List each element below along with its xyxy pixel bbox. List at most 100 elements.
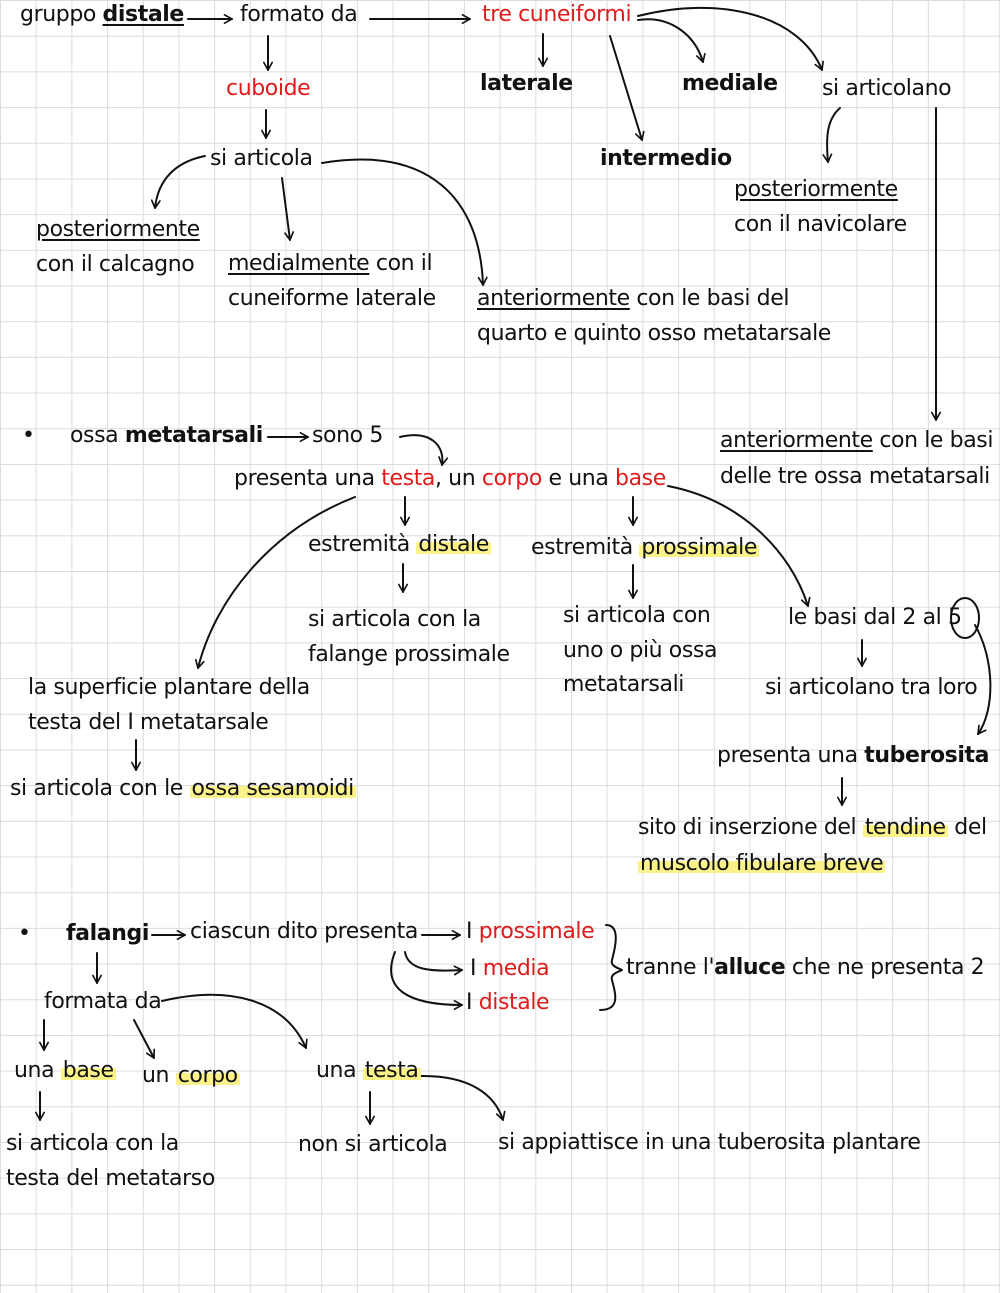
presenta-tuberosita: presenta una tuberosita — [717, 743, 989, 769]
arrow-formata-corpo — [133, 1019, 156, 1059]
falange-prossimale: I prossimale — [466, 919, 595, 945]
tranne-b: che ne presenta 2 — [785, 955, 985, 980]
gruppo-label: gruppo — [20, 2, 96, 27]
sito-a: sito di inserzione del — [638, 815, 863, 840]
sesamoidi-a: si articola con le — [10, 776, 190, 801]
estremita-prossimale-b: prossimale — [639, 535, 759, 560]
art-testa-1: si articola con la — [6, 1131, 179, 1156]
art-testa-2: testa del metatarso — [6, 1166, 215, 1191]
una-testa: una testa — [316, 1058, 421, 1084]
art-falange-1: si articola con la — [308, 607, 481, 632]
post-calcagno-1: posteriormente — [36, 217, 200, 242]
medialmente-label: medialmente — [228, 251, 370, 276]
arrow-articola-calcagno — [150, 155, 206, 209]
formata-da: formata da — [44, 989, 162, 1014]
falange-distale: I distale — [466, 990, 550, 1016]
arrow-cuneiformi-intermedio — [609, 35, 645, 141]
corpo-b: corpo — [175, 1063, 240, 1088]
arrow-ciascun-distale — [390, 951, 463, 1010]
presenta-testa-corpo-base: presenta una testa, un corpo e una base — [234, 466, 666, 492]
estremita-prossimale-a: estremità — [531, 535, 640, 560]
medialmente-1: medialmente con il — [228, 251, 433, 277]
ant-metatarsali-rest: con le basi — [872, 428, 994, 453]
sito-b: tendine — [862, 815, 948, 840]
ossa-metatarsali: ossa metatarsali — [70, 423, 263, 449]
arrow-cuneiformi-articolano — [637, 6, 824, 71]
metatarsali-label: metatarsali — [124, 423, 263, 448]
post-navicolare-1: posteriormente — [734, 177, 898, 202]
distale-label: distale — [478, 990, 550, 1015]
sono-5: sono 5 — [312, 423, 383, 448]
formato-da: formato da — [240, 2, 358, 27]
media-label: media — [482, 956, 550, 981]
arrow-cuneiformi-mediale — [637, 18, 706, 63]
arrow-ciascun-media — [404, 951, 463, 976]
estremita-prossimale: estremità prossimale — [531, 535, 759, 561]
medialmente-2: cuneiforme laterale — [228, 286, 436, 311]
arrow-sono5-presenta — [399, 434, 449, 466]
basi-a: le basi dal 2 al — [788, 605, 948, 630]
ossa-label: ossa — [70, 423, 125, 448]
muscolo-label: muscolo fibulare breve — [638, 851, 886, 876]
cuneiforme-mediale: mediale — [682, 71, 778, 96]
basi-b: 5 — [947, 605, 962, 630]
ant-metatarsali-1: anteriormente con le basi — [720, 428, 993, 454]
tre-cuneiformi: tre cuneiformi — [482, 2, 632, 27]
arrow-testa-appiatt — [419, 1074, 506, 1121]
estremita-distale-b: distale — [416, 532, 491, 557]
cuboide: cuboide — [226, 76, 311, 101]
post-calcagno-2: con il calcagno — [36, 252, 195, 277]
cuboide-si-articola: si articola — [210, 146, 313, 171]
prossimale-num: I — [466, 919, 479, 944]
superficie-2: testa del I metatarsale — [28, 710, 269, 735]
tranne-a: tranne l' — [626, 955, 715, 980]
art-uno-2: uno o più ossa — [563, 638, 718, 663]
arrow-articola-medialmente — [281, 177, 295, 241]
basi-2-5: le basi dal 2 al 5 — [788, 605, 962, 631]
arrow-formata-testa — [161, 993, 308, 1049]
una-base: una base — [14, 1058, 116, 1084]
anteriormente-rest: con le basi del — [629, 286, 790, 311]
art-falange-2: falange prossimale — [308, 642, 510, 667]
bullet-falangi: • — [18, 921, 31, 946]
media-num: I — [470, 956, 483, 981]
estremita-distale-a: estremità — [308, 532, 417, 557]
bracket-falangi — [599, 924, 623, 1011]
testa-label: testa — [381, 466, 435, 491]
testa-a: una — [316, 1058, 363, 1083]
si-articolano: si articolano — [822, 76, 952, 101]
distale-num: I — [466, 990, 479, 1015]
base-a: una — [14, 1058, 61, 1083]
appiattisce: si appiattisce in una tuberosita plantar… — [498, 1130, 921, 1155]
si-articolano-tra-loro: si articolano tra loro — [765, 675, 978, 700]
alluce-label: alluce — [714, 955, 786, 980]
falangi-label: falangi — [66, 921, 149, 946]
sito-c: del — [947, 815, 987, 840]
prossimale-label: prossimale — [478, 919, 595, 944]
corpo-label: corpo — [481, 466, 542, 491]
sito-inserzione: sito di inserzione del tendine del — [638, 815, 987, 841]
tuberosita-b: tuberosita — [864, 743, 990, 768]
presenta-c: e una — [541, 466, 615, 491]
bullet-metatarsali: • — [22, 423, 35, 448]
distale-label: distale — [102, 2, 185, 27]
non-si-articola: non si articola — [298, 1132, 448, 1157]
art-uno-1: si articola con — [563, 603, 711, 628]
anteriormente-label: anteriormente — [477, 286, 630, 311]
tuberosita-a: presenta una — [717, 743, 865, 768]
art-uno-3: metatarsali — [563, 672, 684, 697]
arrow-articolano-navicolare — [822, 107, 841, 163]
base-label: base — [615, 466, 666, 491]
falange-media: I media — [470, 956, 550, 982]
cuneiforme-laterale: laterale — [480, 71, 573, 96]
post-navicolare-2: con il navicolare — [734, 212, 907, 237]
base-b: base — [60, 1058, 116, 1083]
muscolo-fibulare: muscolo fibulare breve — [638, 851, 886, 877]
presenta-b: , un — [435, 466, 482, 491]
un-corpo: un corpo — [142, 1063, 240, 1089]
title-gruppo-distale: gruppo distale — [20, 2, 184, 28]
presenta-a: presenta una — [234, 466, 382, 491]
medialmente-rest: con il — [369, 251, 433, 276]
superficie-1: la superficie plantare della — [28, 675, 310, 700]
cuneiforme-intermedio: intermedio — [600, 146, 732, 171]
